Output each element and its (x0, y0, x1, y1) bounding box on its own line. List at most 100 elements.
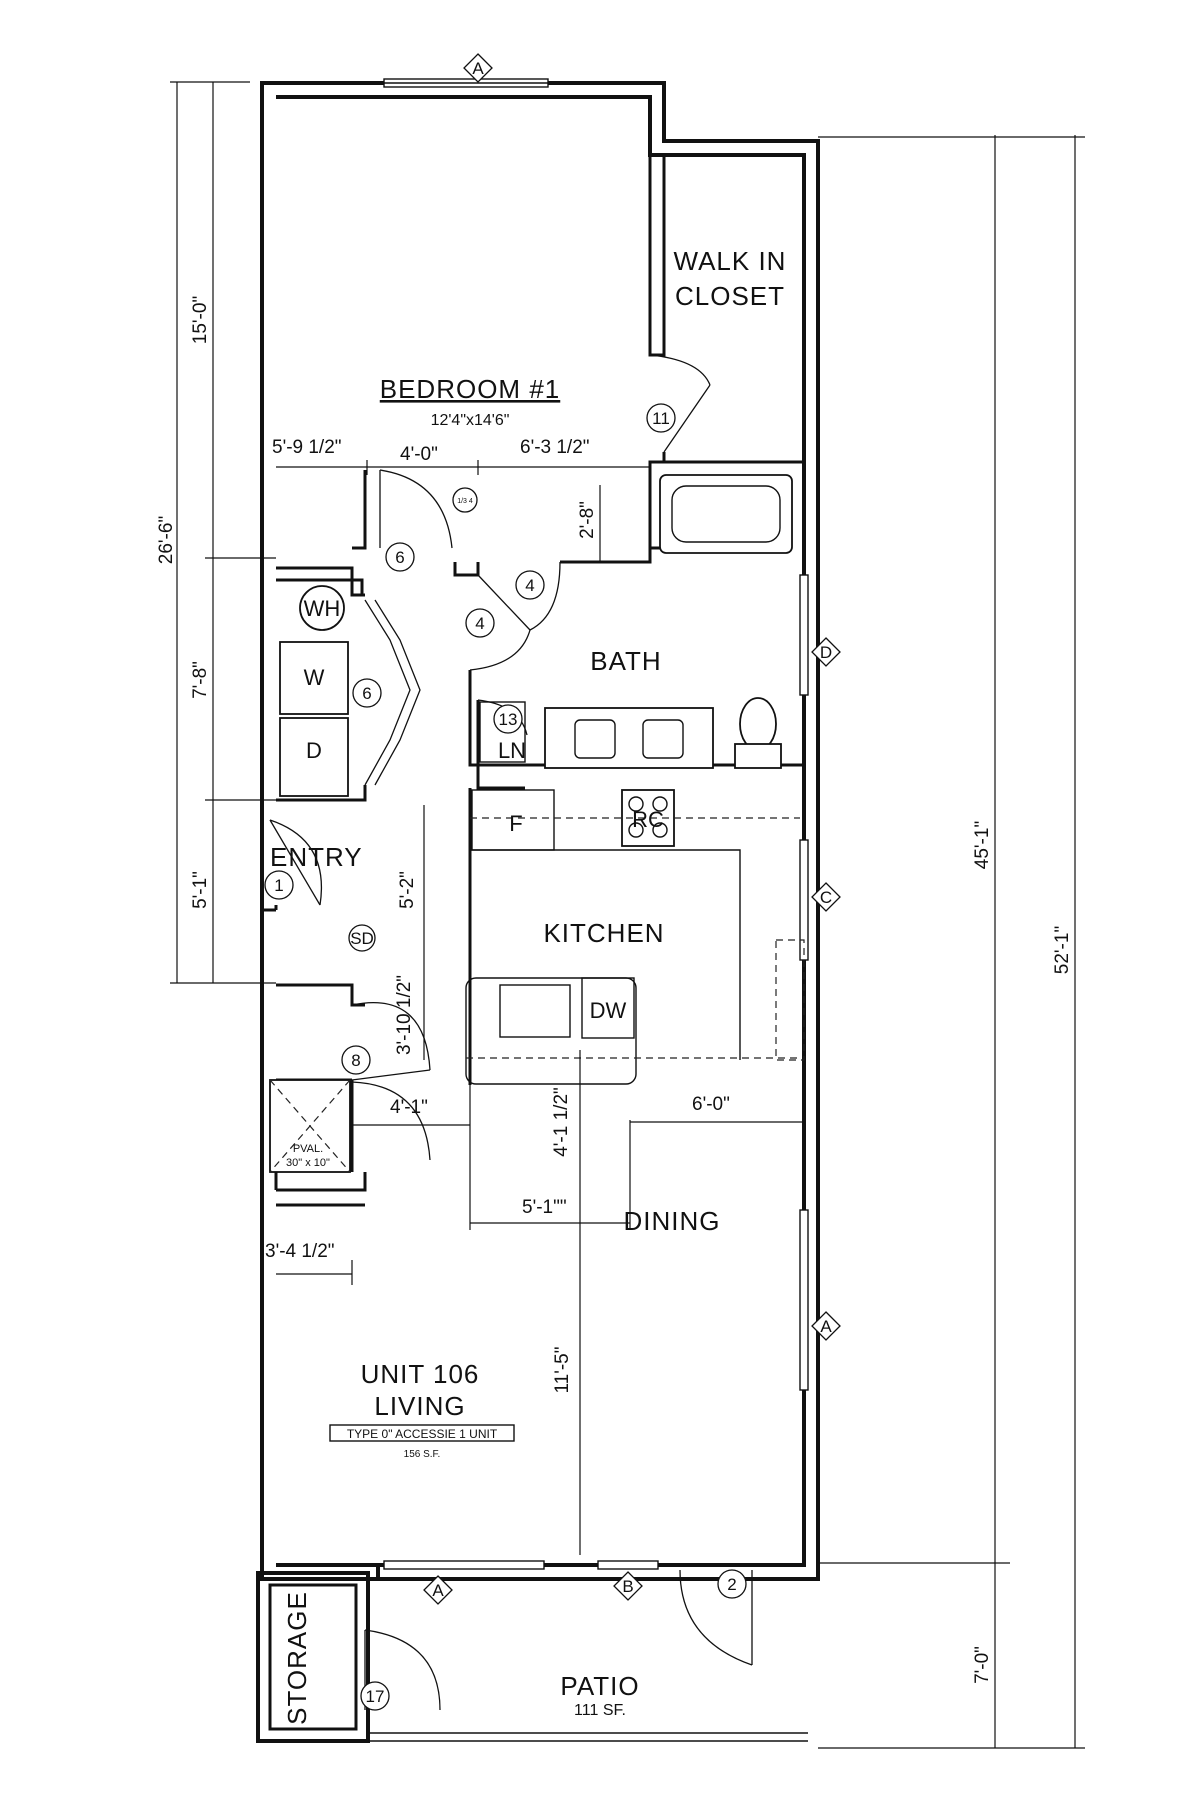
dim-3-10: 3'-10 1/2" (394, 975, 415, 1055)
window-tag-living-label: A (432, 1581, 444, 1600)
bath-window (799, 574, 809, 696)
small-tag (452, 487, 478, 513)
door-tag-2 (717, 1569, 747, 1599)
window-tag-bath-label: D (820, 643, 832, 662)
dishwasher (581, 977, 635, 1039)
dim-45-1: 45'-1" (972, 821, 993, 869)
dim-6-3: 6'-3 1/2" (520, 437, 590, 458)
entry-label: ENTRY (270, 842, 363, 872)
window-tags: A D C A A B (423, 53, 841, 1605)
smoke-detector-label: SD (350, 929, 374, 948)
exterior-walls (260, 81, 820, 1581)
living-window (799, 1209, 809, 1391)
smoke-detector (348, 924, 376, 952)
door-tag-11 (646, 403, 676, 433)
patio-area (256, 1565, 808, 1743)
dim-4-1: 4'-1" (390, 1097, 428, 1118)
interior-walls (262, 155, 804, 1207)
door-tag-6-laundry-label: 6 (362, 684, 371, 703)
window-tag-living (423, 1575, 453, 1605)
dining-label: DINING (624, 1206, 721, 1236)
toilet-tank (734, 743, 782, 769)
door-tag-8-label: 8 (351, 1051, 360, 1070)
small-tag-label: 1/3 4 (457, 498, 473, 505)
window-tag-top-label: A (472, 59, 484, 78)
dim-4-1-half: 4'-1 1/2" (551, 1087, 572, 1157)
unit-type-box (329, 1424, 515, 1442)
door-tag-4-hall-label: 4 (475, 614, 484, 633)
washer-label: W (304, 665, 325, 690)
dim-6-0: 6'-0" (692, 1094, 730, 1115)
window-tag-kitchen (811, 882, 841, 912)
bathtub (659, 474, 793, 554)
pval-label-1: PVAL. (293, 1143, 323, 1155)
door-tag-8 (341, 1045, 371, 1075)
dim-5-2: 5'-2" (397, 871, 418, 909)
door-tag-6-laundry (352, 678, 382, 708)
toilet (739, 697, 777, 751)
linen-closet (479, 701, 526, 763)
dishwasher-label: DW (590, 998, 627, 1023)
dim-7-8: 7'-8" (190, 661, 211, 699)
storage-room (256, 1571, 370, 1743)
dryer (279, 717, 349, 797)
bedroom-label: BEDROOM #1 (380, 374, 561, 404)
island-sink (499, 984, 571, 1038)
window-tag-top (463, 53, 493, 83)
dim-5-1: 5'-1" (190, 871, 211, 909)
door-tag-4-bath (515, 570, 545, 600)
door-tag-1 (264, 870, 294, 900)
door-tag-4-hall (465, 608, 495, 638)
kitchen-island (465, 977, 637, 1085)
fixture-labels: WH W D LN F RC DW SD PVAL. 30" x 10" 1/3… (286, 487, 664, 1169)
dimension-labels: 15'-0" 26'-6" 7'-8" 5'-1" 45'-1" 52'-1" … (156, 296, 1073, 1684)
door-tag-13 (493, 704, 523, 734)
window-tag-patio-door (613, 1571, 643, 1601)
dim-5-1-dining: 5'-1"" (522, 1197, 567, 1218)
dim-5-9: 5'-9 1/2" (272, 437, 342, 458)
water-heater (299, 585, 345, 631)
door-tag-1-label: 1 (274, 876, 283, 895)
dimension-lines (170, 81, 1085, 1749)
bath-label: BATH (590, 646, 661, 676)
door-tag-11-label: 11 (652, 409, 670, 428)
bedroom-size: 12'4"x14'6" (431, 412, 510, 429)
living-front-window (383, 1560, 545, 1570)
fridge-label: F (509, 811, 522, 836)
window-tag-dining-label: A (820, 1317, 832, 1336)
linen-label: LN (498, 738, 526, 763)
vanity (544, 707, 714, 769)
dim-52-1: 52'-1" (1052, 926, 1073, 974)
door-tag-6-bedroom (385, 542, 415, 572)
dim-26-6: 26'-6" (156, 516, 177, 564)
door-tags: 11 6 4 4 13 6 1 8 2 17 (264, 403, 747, 1711)
door-tag-6-bedroom-label: 6 (395, 548, 404, 567)
dim-7-0: 7'-0" (972, 1646, 993, 1684)
closet-label-1: WALK IN (674, 246, 787, 276)
dryer-label: D (306, 738, 322, 763)
door-tag-4-bath-label: 4 (525, 576, 534, 595)
room-labels: BEDROOM #1 12'4"x14'6" WALK IN CLOSET BA… (270, 246, 787, 1725)
unit-label: UNIT 106 (361, 1359, 480, 1389)
door-tag-17-label: 17 (366, 1687, 385, 1706)
window-tag-bath (811, 637, 841, 667)
door-swings (269, 354, 753, 1711)
patio-door-frame (597, 1560, 659, 1570)
washer (279, 641, 349, 715)
closet-label-2: CLOSET (675, 281, 785, 311)
dim-3-4: 3'-4 1/2" (265, 1241, 335, 1262)
unit-area: 156 S.F. (404, 1449, 441, 1460)
kitchen-label: KITCHEN (543, 918, 664, 948)
window-tag-kitchen-label: C (820, 888, 832, 907)
storage-label: STORAGE (282, 1591, 312, 1725)
refrigerator (471, 789, 555, 851)
window-tag-patio-door-label: B (622, 1577, 633, 1596)
patio-area: 111 SF. (574, 1702, 626, 1719)
sink-1 (574, 719, 616, 759)
pval-label-2: 30" x 10" (286, 1157, 330, 1169)
unit-type: TYPE 0" ACCESSIE 1 UNIT (347, 1427, 498, 1441)
dim-4-0: 4'-0" (400, 444, 438, 465)
window-tag-dining (811, 1311, 841, 1341)
sink-2 (642, 719, 684, 759)
